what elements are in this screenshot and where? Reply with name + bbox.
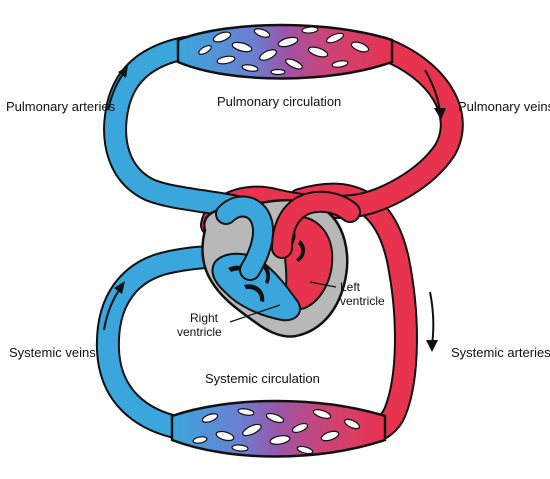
label-left-ventricle-line1: Left xyxy=(340,280,361,294)
label-systemic-circulation: Systemic circulation xyxy=(205,371,320,386)
flow-arrows xyxy=(103,66,446,352)
pulmonary-trunk xyxy=(215,195,275,281)
label-pulmonary-veins: Pulmonary veins xyxy=(458,99,550,114)
systemic-arteries-arrow xyxy=(429,291,435,346)
label-pulmonary-arteries: Pulmonary arteries xyxy=(6,99,116,114)
pulmonary-capillary-bed xyxy=(176,23,394,80)
label-systemic-veins: Systemic veins xyxy=(9,345,96,360)
right-ventricle-leader xyxy=(229,304,281,323)
label-right-ventricle-line1: Right xyxy=(190,311,219,325)
left-ventricle-leader xyxy=(309,281,337,288)
systemic-capillary-bed xyxy=(170,399,387,458)
label-systemic-arteries: Systemic arteries xyxy=(451,345,550,360)
label-right-ventricle-line2: ventricle xyxy=(177,325,222,339)
aorta xyxy=(271,190,361,259)
label-left-ventricle-line2: ventricle xyxy=(340,294,385,308)
heart xyxy=(201,198,349,338)
label-pulmonary-circulation: Pulmonary circulation xyxy=(217,94,341,109)
leader-lines xyxy=(229,281,337,323)
